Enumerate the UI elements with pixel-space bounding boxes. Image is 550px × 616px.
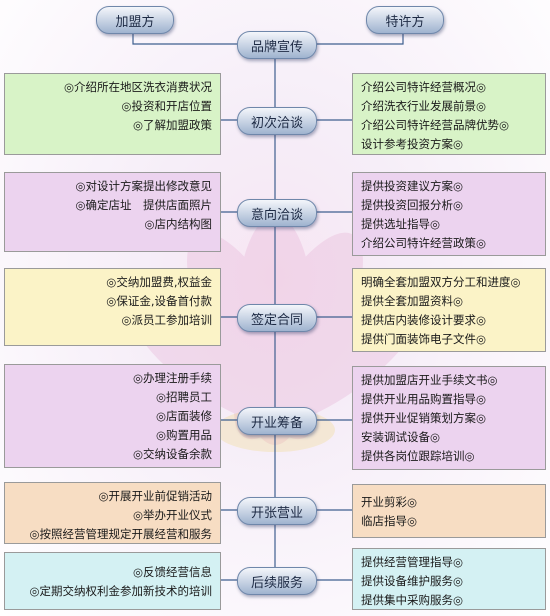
list-item: 介绍公司特许经营政策◎ bbox=[361, 236, 487, 250]
list-item: ◎派员工参加培训 bbox=[121, 313, 212, 327]
franchisor-tasks-follow-up: 提供经营管理指导◎ 提供设备维护服务◎ 提供集中采购服务◎ bbox=[352, 548, 546, 610]
franchisor-tasks-grand-opening: 开业剪彩◎ 临店指导◎ bbox=[352, 484, 546, 538]
list-item: ◎介绍所在地区洗衣消费状况 bbox=[63, 80, 212, 94]
franchisee-tasks-grand-opening: ◎开展开业前促销活动 ◎举办开业仪式 ◎按照经营管理规定开展经营和服务 bbox=[4, 482, 221, 544]
stage-grand-opening: 开张营业 bbox=[237, 497, 317, 525]
list-item: 开业剪彩◎ bbox=[361, 495, 418, 509]
franchisee-tasks-initial-talk: ◎介绍所在地区洗衣消费状况 ◎投资和开店位置 ◎了解加盟政策 bbox=[4, 73, 221, 155]
franchisee-tasks-follow-up: ◎反馈经营信息 ◎定期交纳权利金参加新技术的培训 bbox=[4, 552, 221, 610]
list-item: 安装调试设备◎ bbox=[361, 430, 441, 444]
list-item: 介绍公司特许经营概况◎ bbox=[361, 80, 487, 94]
list-item: ◎举办开业仪式 bbox=[132, 508, 212, 522]
brand-promotion-node: 品牌宣传 bbox=[237, 31, 317, 59]
list-item: 临店指导◎ bbox=[361, 514, 418, 528]
list-item: ◎对设计方案提出修改意见 bbox=[75, 179, 212, 193]
list-item: 提供集中采购服务◎ bbox=[361, 593, 464, 607]
list-item: ◎确定店址 提供店面照片 bbox=[75, 198, 212, 212]
list-item: ◎购置用品 bbox=[155, 428, 212, 442]
list-item: 介绍洗衣行业发展前景◎ bbox=[361, 99, 487, 113]
list-item: ◎保证金,设备首付款 bbox=[106, 294, 212, 308]
list-item: 提供设备维护服务◎ bbox=[361, 574, 464, 588]
list-item: 提供各岗位跟踪培训◎ bbox=[361, 449, 475, 463]
list-item: ◎交纳设备余款 bbox=[132, 447, 212, 461]
franchisee-tasks-opening-prep: ◎办理注册手续 ◎招聘员工 ◎店面装修 ◎购置用品 ◎交纳设备余款 bbox=[4, 364, 221, 468]
list-item: ◎交纳加盟费,权益金 bbox=[106, 275, 212, 289]
franchisor-tasks-sign-contract: 明确全套加盟双方分工和进度◎ 提供全套加盟资料◎ 提供店内装修设计要求◎ 提供门… bbox=[352, 268, 546, 352]
franchisor-tasks-intent-talk: 提供投资建议方案◎ 提供投资回报分析◎ 提供选址指导◎ 介绍公司特许经营政策◎ bbox=[352, 172, 546, 256]
list-item: ◎店内结构图 bbox=[144, 217, 212, 231]
list-item: 提供加盟店开业手续文书◎ bbox=[361, 373, 498, 387]
franchisor-tasks-opening-prep: 提供加盟店开业手续文书◎ 提供开业用品购置指导◎ 提供开业促销策划方案◎ 安装调… bbox=[352, 366, 546, 470]
list-item: ◎了解加盟政策 bbox=[132, 118, 212, 132]
list-item: 提供投资回报分析◎ bbox=[361, 198, 464, 212]
list-item: 介绍公司特许经营品牌优势◎ bbox=[361, 118, 510, 132]
stage-intent-talk: 意向洽谈 bbox=[237, 199, 317, 227]
franchisor-label: 特许方 bbox=[366, 6, 444, 34]
franchisee-tasks-intent-talk: ◎对设计方案提出修改意见 ◎确定店址 提供店面照片 ◎店内结构图 bbox=[4, 172, 221, 252]
list-item: 提供开业用品购置指导◎ bbox=[361, 392, 487, 406]
list-item: 提供经营管理指导◎ bbox=[361, 555, 464, 569]
list-item: 提供投资建议方案◎ bbox=[361, 179, 464, 193]
list-item: 提供开业促销策划方案◎ bbox=[361, 411, 487, 425]
franchisee-label: 加盟方 bbox=[96, 6, 174, 34]
list-item: 提供门面装饰电子文件◎ bbox=[361, 332, 487, 346]
franchisor-tasks-initial-talk: 介绍公司特许经营概况◎ 介绍洗衣行业发展前景◎ 介绍公司特许经营品牌优势◎ 设计… bbox=[352, 73, 546, 155]
franchisee-tasks-sign-contract: ◎交纳加盟费,权益金 ◎保证金,设备首付款 ◎派员工参加培训 bbox=[4, 268, 221, 346]
stage-opening-prep: 开业筹备 bbox=[237, 407, 317, 435]
stage-initial-talk: 初次洽谈 bbox=[237, 107, 317, 135]
list-item: ◎招聘员工 bbox=[155, 390, 212, 404]
list-item: 明确全套加盟双方分工和进度◎ bbox=[361, 275, 521, 289]
list-item: 设计参考投资方案◎ bbox=[361, 137, 464, 151]
stage-follow-up: 后续服务 bbox=[237, 567, 317, 595]
list-item: 提供店内装修设计要求◎ bbox=[361, 313, 487, 327]
list-item: ◎定期交纳权利金参加新技术的培训 bbox=[29, 584, 212, 598]
list-item: ◎办理注册手续 bbox=[132, 371, 212, 385]
stage-sign-contract: 签定合同 bbox=[237, 304, 317, 332]
list-item: 提供全套加盟资料◎ bbox=[361, 294, 464, 308]
list-item: ◎店面装修 bbox=[155, 409, 212, 423]
list-item: ◎按照经营管理规定开展经营和服务 bbox=[29, 527, 212, 541]
list-item: ◎投资和开店位置 bbox=[121, 99, 212, 113]
list-item: ◎开展开业前促销活动 bbox=[98, 489, 212, 503]
list-item: 提供选址指导◎ bbox=[361, 217, 441, 231]
list-item: ◎反馈经营信息 bbox=[132, 565, 212, 579]
